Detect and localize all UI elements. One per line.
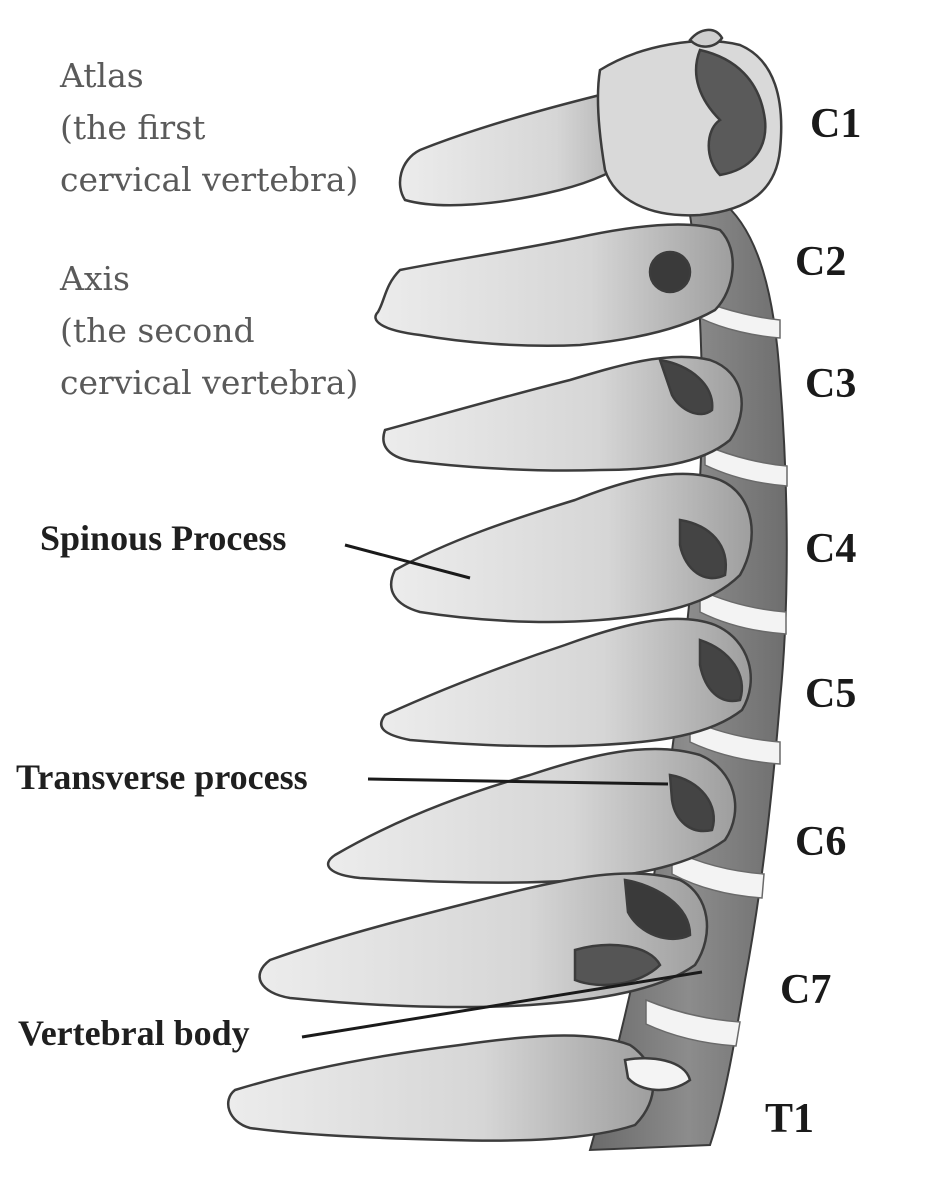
level-label-c5: C5	[805, 671, 857, 717]
atlas-label-line-3: cervical vertebra)	[60, 160, 359, 199]
vertebra-c6	[327, 747, 737, 884]
level-label-c4: C4	[805, 526, 857, 572]
disc-c4-c5	[699, 588, 787, 635]
atlas-label-line-1: Atlas	[60, 56, 144, 95]
disc-c2-c3	[699, 298, 781, 339]
c7-foramen	[623, 878, 692, 941]
c2-transverse-foramen	[648, 250, 692, 294]
disc-c3-c4	[704, 443, 788, 487]
c7-shadow	[573, 943, 662, 987]
vertebra-c4	[389, 472, 753, 624]
c4-foramen	[678, 518, 728, 580]
spinous-process-label: Spinous Process	[40, 518, 287, 558]
vertebra-c3	[382, 355, 743, 472]
transverse-process-label: Transverse process	[16, 757, 308, 797]
transverse-process-leader	[367, 777, 669, 786]
vertebra-c5	[379, 617, 752, 748]
atlas-label: Atlas (the first cervical vertebra)	[60, 50, 358, 206]
axis-label: Axis (the second cervical vertebra)	[60, 253, 358, 409]
c1-facet	[694, 48, 767, 177]
vertebra-c2	[374, 223, 734, 348]
level-label-c1: C1	[810, 101, 862, 147]
atlas-label-line-2: (the first	[60, 108, 206, 147]
c6-spinous-process	[327, 747, 737, 884]
level-label-c2: C2	[795, 239, 847, 285]
intervertebral-discs	[645, 298, 788, 1047]
c5-spinous-process	[379, 617, 752, 748]
c4-spinous-process	[389, 472, 753, 624]
axis-label-line-1: Axis	[60, 259, 130, 298]
c2-spinous-process	[374, 223, 734, 348]
spinous-process-leader	[344, 543, 471, 580]
c3-foramen	[658, 358, 714, 416]
c1-tip	[688, 28, 724, 48]
level-label-c3: C3	[805, 361, 857, 407]
t1-spinous-process	[226, 1034, 655, 1142]
c5-foramen	[698, 638, 744, 703]
vertebral-body-leader	[301, 970, 703, 1039]
axis-label-line-2: (the second	[60, 311, 255, 350]
level-label-c6: C6	[795, 819, 847, 865]
level-label-c7: C7	[780, 967, 832, 1013]
disc-c7-t1	[645, 998, 741, 1047]
disc-c5-c6	[689, 718, 781, 765]
vertebra-t1	[226, 1034, 692, 1142]
t1-foramen	[623, 1056, 692, 1092]
disc-c6-c7	[671, 848, 765, 899]
vertebra-c1	[398, 28, 783, 217]
c3-spinous-process	[382, 355, 743, 472]
axis-label-line-3: cervical vertebra)	[60, 363, 359, 402]
vertebra-c7	[258, 872, 709, 1009]
level-label-t1: T1	[765, 1096, 815, 1142]
c6-foramen	[668, 773, 715, 833]
vertebral-body-label: Vertebral body	[18, 1013, 250, 1053]
